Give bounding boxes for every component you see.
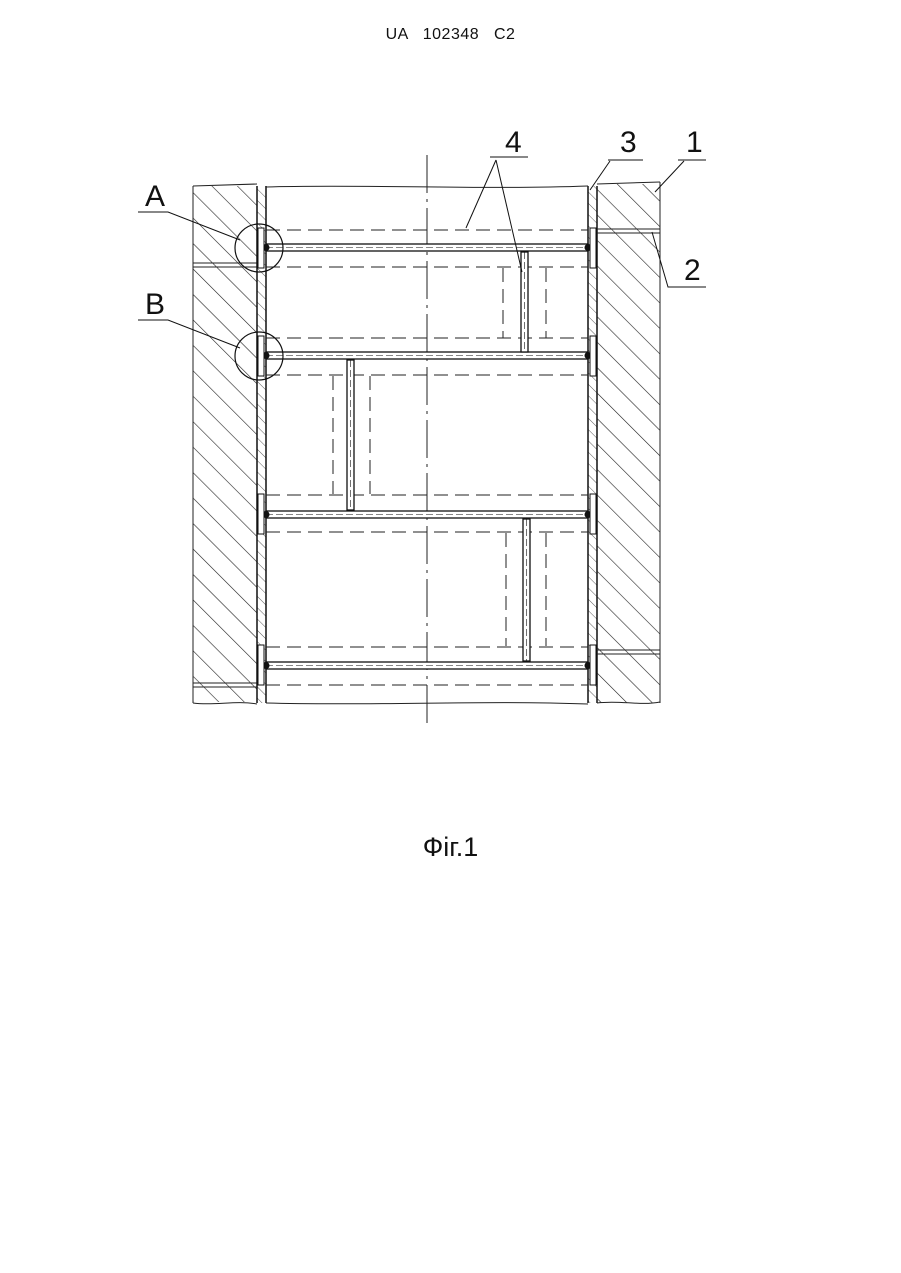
vertical-rod-2 [333,360,370,510]
left-wall [193,184,257,704]
right-wall [597,182,660,703]
callout-3: 3 [620,126,637,159]
callout-2: 2 [684,254,701,287]
callout-a: A [145,180,165,213]
callout-4: 4 [505,126,522,159]
vertical-rod-3 [506,519,546,661]
rod-2 [263,352,592,359]
rod-1 [263,244,592,251]
rod-3 [263,511,592,518]
vertical-rods [333,252,546,661]
callout-1: 1 [686,126,703,159]
figure-caption: Фіг.1 [0,832,901,863]
callout-b: B [145,288,165,321]
rod-4 [263,662,592,669]
